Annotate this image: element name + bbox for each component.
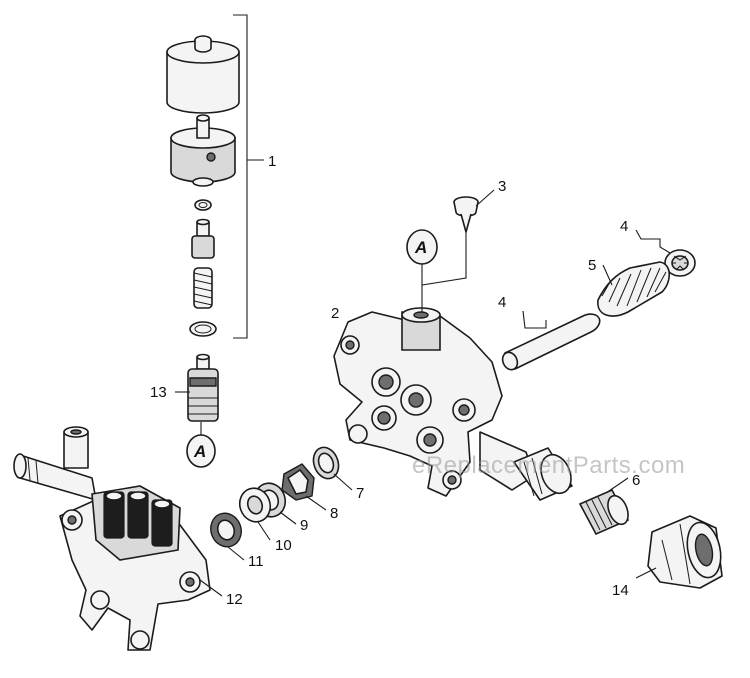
part-outlet-fitting: [513, 447, 573, 501]
part-7-seal: [312, 446, 353, 491]
callout-1: 1: [268, 153, 276, 170]
part-2-pump-manifold: [333, 307, 535, 497]
callout-4-upper: 4: [620, 218, 628, 235]
reference-mark-bottom: A: [186, 422, 216, 468]
part-6-nipple: [578, 477, 630, 536]
part-3-screw: [453, 189, 495, 233]
callout-8: 8: [330, 505, 338, 522]
callout-9: 9: [300, 517, 308, 534]
reference-mark-text-top: A: [414, 238, 427, 257]
part-11-seal-ring: [210, 512, 245, 561]
part-5-spring: [597, 261, 671, 317]
part-4-washer: [635, 229, 696, 277]
callout-10: 10: [275, 537, 292, 554]
part-4-piston-pin: [501, 310, 601, 371]
reference-mark-text-bottom: A: [193, 442, 206, 461]
part-8-seal-retainer: [281, 463, 327, 511]
part-14-nut: [635, 515, 723, 589]
part-1-unloader-assembly: [166, 14, 264, 339]
callout-6: 6: [632, 472, 640, 489]
callout-7: 7: [356, 485, 364, 502]
callout-11: 11: [248, 553, 264, 570]
callout-5: 5: [588, 257, 596, 274]
part-13-valve-cartridge: [175, 353, 219, 422]
callout-labels: 1 2 3 4 4 5 6 7 8 9 10 11 12 13 14: [150, 153, 640, 608]
unloader-spring: [193, 267, 213, 309]
callout-13: 13: [150, 384, 167, 401]
callout-3: 3: [498, 178, 506, 195]
callout-14: 14: [612, 582, 629, 599]
part-12-pump-housing: [13, 426, 223, 651]
callout-12: 12: [226, 591, 243, 608]
callout-2: 2: [331, 305, 339, 322]
reference-mark-top: A: [406, 229, 467, 312]
part-10-washer: [238, 487, 272, 541]
callout-4-lower: 4: [498, 294, 506, 311]
